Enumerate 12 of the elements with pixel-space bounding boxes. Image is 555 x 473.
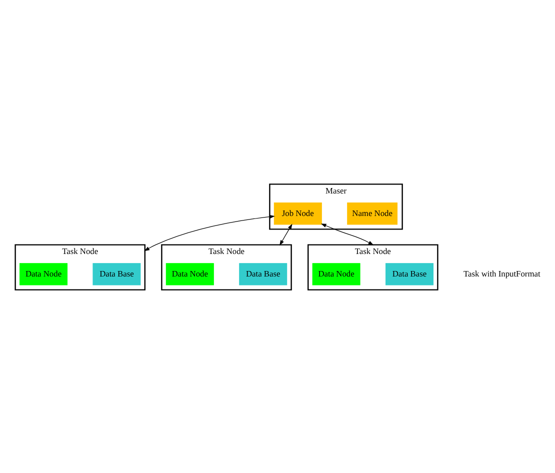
node-box: Data Node bbox=[312, 262, 360, 285]
node-box: Data Node bbox=[20, 262, 68, 285]
node-box: Data Node bbox=[166, 262, 214, 285]
node-box: Name Node bbox=[347, 202, 398, 224]
arrow bbox=[144, 214, 275, 251]
node-box: Job Node bbox=[274, 202, 322, 224]
label: Task with InputFormat bbox=[464, 268, 540, 278]
arrow bbox=[280, 223, 292, 246]
node-box: Data Base bbox=[92, 262, 141, 285]
node-box: Data Base bbox=[386, 262, 434, 285]
arrow bbox=[320, 223, 374, 245]
node-box: Data Base bbox=[239, 262, 288, 285]
